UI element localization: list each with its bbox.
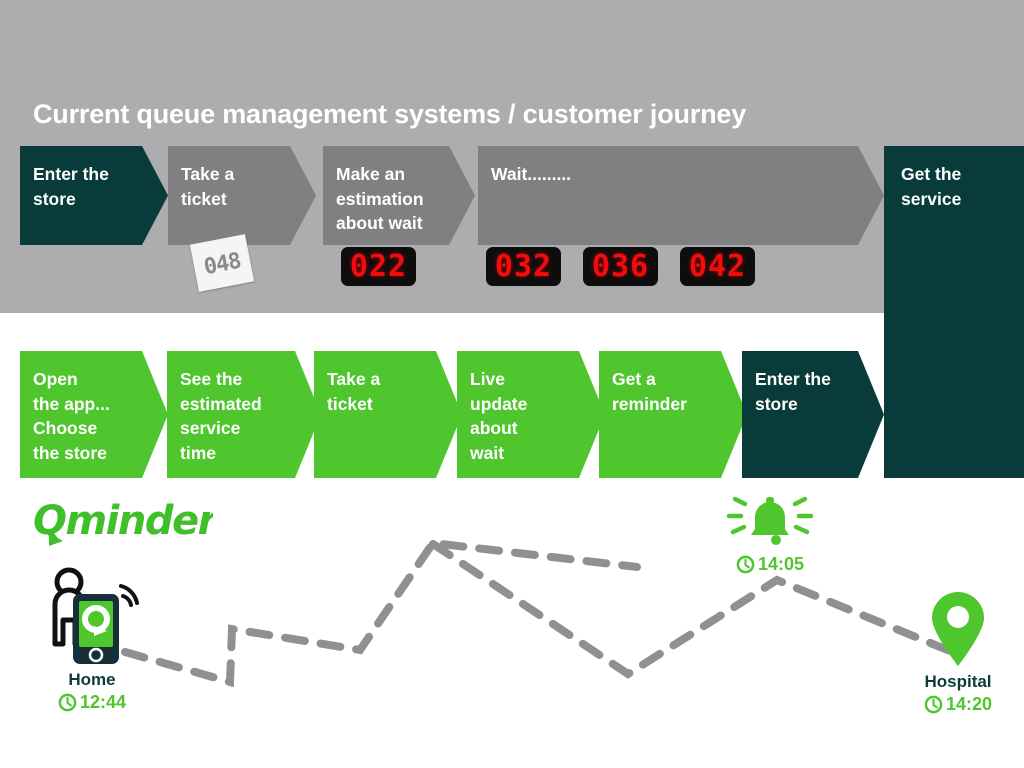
step-get-the-service[interactable]: Get the service — [884, 146, 1024, 478]
step-label: Open the app... Choose the store — [33, 369, 110, 463]
time-text: 14:20 — [945, 694, 993, 714]
path-segment-to-hospital — [429, 540, 966, 679]
person-with-phone-icon — [22, 566, 162, 666]
step-label: Wait......... — [491, 164, 572, 184]
led-display-022: 022 — [341, 247, 416, 286]
step-take-a-ticket[interactable]: Take a ticket — [168, 146, 316, 245]
time-text: 12:44 — [79, 692, 127, 712]
step-label: See the estimated service time — [180, 369, 262, 463]
step-make-an-estimation[interactable]: Make an estimation about wait — [323, 146, 475, 245]
step-label: Enter the store — [33, 164, 109, 209]
clock-icon — [736, 555, 755, 574]
qstep-enter-the-store[interactable]: Enter the store — [742, 351, 884, 478]
led-digits: 042 — [688, 249, 747, 284]
led-display-036: 036 — [583, 247, 658, 286]
step-label: Get the service — [901, 164, 962, 209]
step-label: Get a reminder — [612, 369, 687, 414]
step-label: Enter the store — [755, 369, 831, 414]
led-display-042: 042 — [680, 247, 755, 286]
bell-ringing-icon — [700, 494, 840, 550]
qstep-take-a-ticket[interactable]: Take a ticket — [314, 351, 462, 478]
node-time: 14:05 — [700, 554, 840, 575]
step-enter-the-store[interactable]: Enter the store — [20, 146, 168, 245]
time-text: 14:05 — [757, 554, 805, 574]
map-node-hospital: Hospital 14:20 — [892, 588, 1024, 715]
step-label: Make an estimation about wait — [336, 164, 424, 233]
step-label: Take a ticket — [327, 369, 381, 414]
node-label: Home — [68, 670, 116, 689]
led-digits: 032 — [494, 249, 553, 284]
led-display-032: 032 — [486, 247, 561, 286]
qminder-wordmark-icon: Qminder — [33, 498, 221, 546]
led-digits: 022 — [349, 249, 408, 284]
ticket-number: 048 — [201, 248, 243, 281]
map-node-reminder: 14:05 — [700, 494, 840, 575]
qstep-open-the-app[interactable]: Open the app... Choose the store — [20, 351, 168, 478]
node-time: 12:44 — [22, 692, 162, 713]
logo-text: Qminder — [33, 498, 213, 544]
qminder-logo: Qminder — [33, 496, 221, 560]
step-label: Take a ticket — [181, 164, 235, 209]
qstep-get-a-reminder[interactable]: Get a reminder — [599, 351, 747, 478]
qstep-live-update-about-wait[interactable]: Live update about wait — [457, 351, 605, 478]
node-label: Hospital — [924, 672, 992, 691]
qstep-see-estimated-service-time[interactable]: See the estimated service time — [167, 351, 321, 478]
node-time: 14:20 — [892, 694, 1024, 715]
page-title: Current queue management systems / custo… — [33, 99, 747, 129]
step-label: Live update about wait — [470, 369, 528, 463]
clock-icon — [58, 693, 77, 712]
map-pin-icon — [892, 588, 1024, 668]
path-segment-outbound — [121, 538, 641, 688]
clock-icon — [924, 695, 943, 714]
step-wait[interactable]: Wait......... — [478, 146, 884, 245]
journey-dashed-path — [121, 538, 966, 688]
map-node-home: Home 12:44 — [22, 566, 162, 713]
led-digits: 036 — [591, 249, 650, 284]
